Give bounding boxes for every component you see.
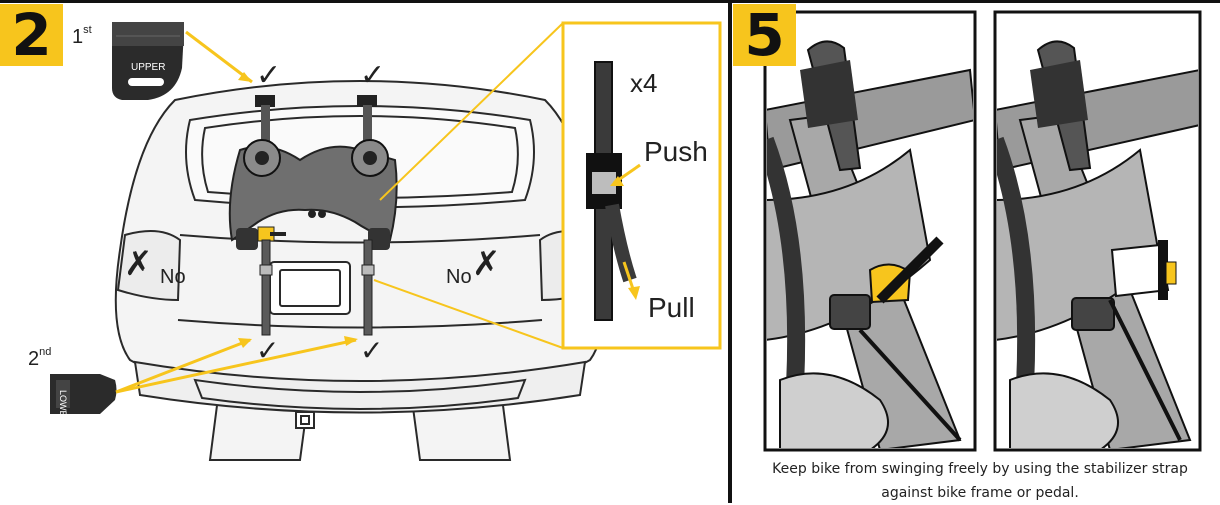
check-lower-right-icon: ✓	[360, 334, 384, 367]
upper-hook-callout	[112, 22, 253, 100]
bike-rack	[228, 95, 398, 336]
detail-pull-label: Pull	[648, 292, 695, 323]
upper-hook-right-icon	[357, 95, 377, 107]
upper-hook-order: 1st	[72, 24, 92, 48]
top-border	[0, 0, 1220, 3]
step-5-badge: 5	[733, 4, 796, 66]
lower-hook-order: 2nd	[28, 346, 52, 370]
upper-hook-label: UPPER	[131, 62, 166, 73]
step-2-badge: 2	[0, 4, 63, 66]
caption-line-1: Keep bike from swinging freely by using …	[772, 461, 1188, 477]
strap-detail-callout	[373, 21, 722, 350]
caption-line-2: against bike frame or pedal.	[881, 485, 1079, 501]
check-lower-left-icon: ✓	[256, 334, 280, 367]
check-upper-left-icon: ✓	[256, 58, 282, 93]
check-upper-right-icon: ✓	[360, 58, 386, 93]
lower-hook-callout	[50, 336, 358, 414]
warning-right-x-icon: ✗	[472, 244, 501, 284]
panel-divider	[728, 0, 732, 503]
car-rear-view	[114, 80, 606, 461]
detail-count: x4	[630, 68, 658, 98]
upper-hook-left-icon	[255, 95, 275, 107]
warning-left-x-icon: ✗	[124, 244, 153, 284]
warning-right-text: No	[446, 266, 472, 288]
stabilizer-strap-frame-view	[993, 10, 1202, 452]
detail-push-label: Push	[644, 136, 708, 167]
warning-left-text: No	[160, 266, 186, 288]
step-5-caption: Keep bike from swinging freely by using …	[740, 457, 1220, 505]
stabilizer-strap-pedal-view	[763, 10, 977, 452]
lower-hook-label: LOWER	[58, 390, 68, 424]
